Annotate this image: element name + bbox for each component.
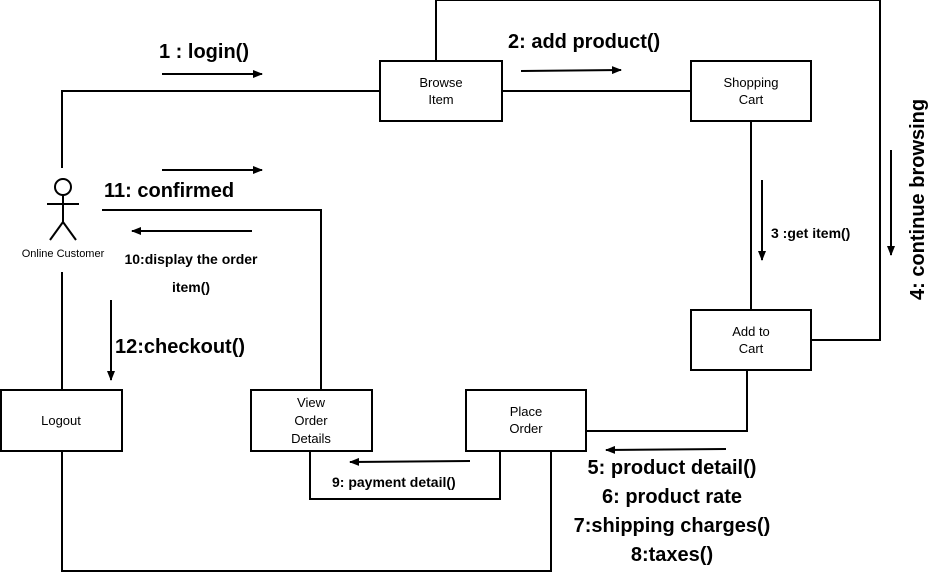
view-order-label-1: View [297, 395, 326, 410]
link-placeorder-vieworder [309, 451, 501, 500]
link-customer-browse [61, 90, 380, 168]
object-place-order: Place Order [465, 389, 587, 452]
message-login: 1 : login() [159, 41, 249, 63]
link-addtocart-placeorder [586, 370, 748, 432]
message-display-order-2: item() [172, 279, 210, 295]
object-browse-item: Browse Item [379, 60, 503, 122]
object-shopping-cart: Shopping Cart [690, 60, 812, 122]
view-order-label-3: Details [291, 431, 331, 446]
logout-label: Logout [41, 413, 81, 428]
arrow-product-detail [605, 445, 727, 454]
message-product-detail: 5: product detail() [588, 457, 757, 479]
arrow-add-product [520, 66, 622, 75]
shopping-cart-label-2: Cart [739, 92, 764, 107]
arrow-payment-detail [349, 457, 471, 466]
actor-right-leg [62, 221, 77, 241]
message-display-order-1: 10:display the order [124, 251, 258, 267]
actor-online-customer [47, 178, 79, 241]
message-get-item: 3 :get item() [771, 225, 850, 241]
actor-label: Online Customer [22, 248, 105, 260]
message-add-product: 2: add product() [508, 31, 660, 53]
object-logout: Logout [0, 389, 123, 452]
shopping-cart-label-1: Shopping [724, 75, 779, 90]
message-checkout: 12:checkout() [115, 336, 245, 358]
place-order-label-1: Place [510, 404, 543, 419]
link-browse-addtocart-continue [435, 0, 881, 341]
actor-head [54, 178, 72, 196]
message-confirmed: 11: confirmed [104, 180, 234, 202]
message-taxes: 8:taxes() [631, 544, 713, 566]
place-order-label-2: Order [509, 421, 543, 436]
links [61, 0, 881, 572]
add-to-cart-label-1: Add to [732, 324, 770, 339]
object-add-to-cart: Add to Cart [690, 309, 812, 371]
actor-left-leg [49, 221, 64, 241]
view-order-label-2: Order [294, 413, 328, 428]
message-product-rate: 6: product rate [602, 486, 742, 508]
browse-item-label-2: Item [428, 92, 453, 107]
add-to-cart-label-2: Cart [739, 341, 764, 356]
message-continue-browsing: 4: continue browsing [907, 99, 929, 300]
link-vieworder-customer [102, 209, 322, 390]
link-logout-placeorder [61, 451, 552, 572]
message-arrows [107, 66, 895, 466]
message-payment-detail: 9: payment detail() [332, 474, 456, 490]
object-view-order-details: View Order Details [250, 389, 373, 452]
message-shipping-charges: 7:shipping charges() [574, 515, 771, 537]
browse-item-label-1: Browse [419, 75, 462, 90]
